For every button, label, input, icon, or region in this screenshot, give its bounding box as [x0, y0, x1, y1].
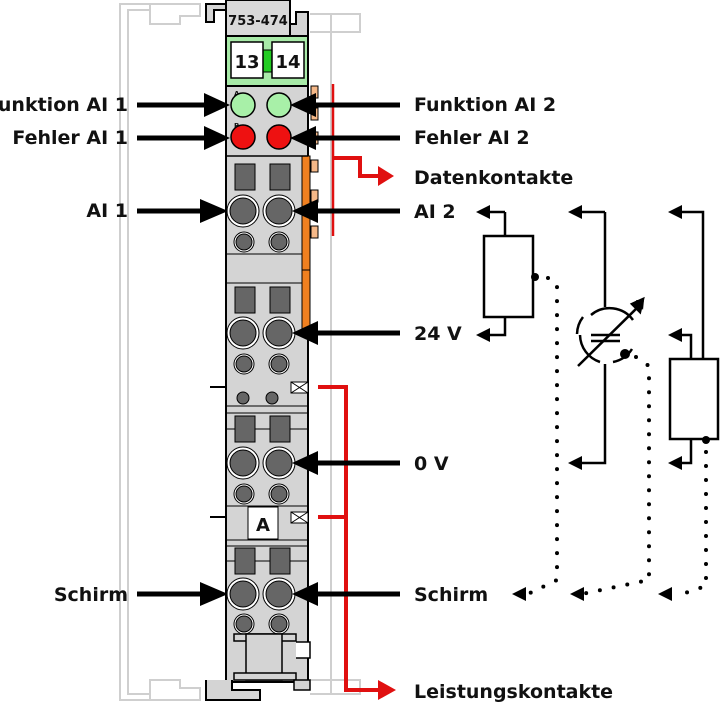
label-schirm-right: Schirm	[414, 584, 488, 606]
label-ai2: AI 2	[414, 201, 456, 223]
label-funktion-ai2: Funktion AI 2	[414, 94, 556, 116]
label-fehler-ai1: Fehler AI 1	[12, 127, 128, 149]
part-number: 753-474	[228, 14, 288, 29]
label-0v: 0 V	[414, 453, 449, 475]
arrowhead-schirm-left	[200, 582, 228, 606]
power-contact-row-1	[210, 381, 309, 414]
terminal-label-a: A	[256, 515, 270, 536]
terminal-block-shield	[226, 547, 308, 635]
data-contact-strip	[301, 155, 311, 331]
marker-14	[271, 41, 305, 79]
terminal-block-0v	[226, 415, 308, 507]
power-contacts-bracket	[318, 385, 396, 700]
label-leistungskontakte: Leistungskontakte	[414, 681, 613, 703]
marker-13-text: 13	[234, 52, 259, 73]
label-schirm-left: Schirm	[54, 584, 128, 606]
label-ai1: AI 1	[86, 200, 128, 222]
arrowhead-funktion-ai1	[204, 93, 230, 117]
led-function-ai1	[230, 92, 256, 118]
left-labels: Funktion AI 1 Fehler AI 1 AI 1 Schirm	[0, 93, 230, 606]
label-funktion-ai1: Funktion AI 1	[0, 94, 128, 116]
din-rail	[119, 3, 361, 701]
arrowhead-fehler-ai2	[290, 126, 316, 150]
led-error-ai2	[266, 124, 292, 150]
led-function-ai2	[266, 92, 292, 118]
bottom-latch	[205, 633, 311, 701]
power-contact-row-2: A	[210, 506, 309, 547]
shield-dotted-lines	[526, 276, 708, 596]
arrowhead-ai2	[292, 199, 318, 223]
label-fehler-ai2: Fehler AI 2	[414, 127, 530, 149]
resistor-sensor	[668, 205, 720, 470]
arrowhead-24v	[292, 321, 318, 345]
transducer-sensor	[568, 205, 645, 470]
led-error-ai1	[230, 124, 256, 150]
marker-14-text: 14	[275, 52, 300, 73]
arrowhead-schirm-right	[292, 582, 318, 606]
right-labels: Funktion AI 2 Fehler AI 2 Datenkontakte …	[290, 93, 613, 703]
part-number-header	[225, 0, 291, 37]
arrowhead-fehler-ai1	[204, 126, 230, 150]
potentiometer-sensor	[476, 205, 539, 342]
marker-13	[230, 41, 264, 79]
wiring-schematic	[476, 205, 720, 601]
shield-arrowheads	[512, 587, 672, 601]
arrowhead-ai1	[200, 199, 228, 223]
label-datenkontakte: Datenkontakte	[414, 167, 573, 189]
arrowhead-0v	[292, 451, 318, 475]
terminal-block-24v	[226, 286, 296, 375]
label-24v: 24 V	[414, 323, 462, 345]
module-housing: 753-474 13 14 A B	[205, 0, 319, 701]
terminal-block-ai	[226, 163, 302, 284]
arrowhead-funktion-ai2	[290, 93, 316, 117]
